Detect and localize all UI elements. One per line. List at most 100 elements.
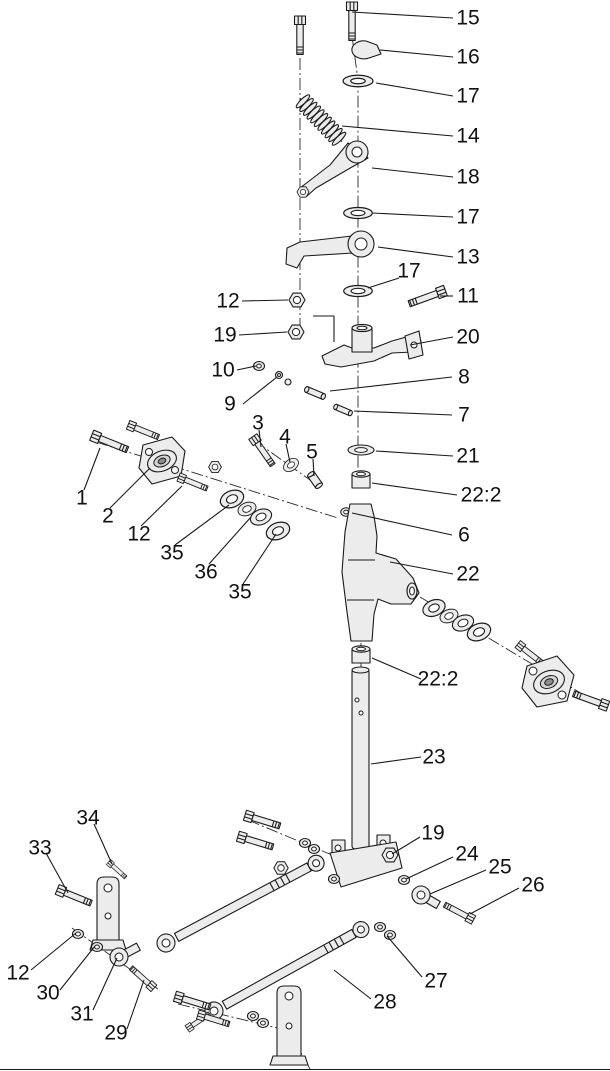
leader-line-26 <box>469 887 520 915</box>
leader-line-2 <box>109 467 151 509</box>
callout-label-18: 18 <box>456 166 479 189</box>
part-bolt-1 <box>89 429 131 456</box>
part-washer-21 <box>347 444 375 456</box>
part-pin-8 <box>303 386 327 400</box>
leader-line-16 <box>379 49 454 58</box>
callout-label-17: 17 <box>456 206 479 229</box>
leader-line-22:2 <box>371 482 458 496</box>
part-bolt-15-right <box>345 1 359 42</box>
callout-label-17: 17 <box>397 260 420 283</box>
part-washers-35-36 <box>217 486 293 544</box>
callout-label-33: 33 <box>28 837 51 860</box>
callout-label-35: 35 <box>228 581 251 604</box>
callout-label-34: 34 <box>76 807 100 830</box>
callout-label-6: 6 <box>458 524 470 547</box>
part-washer-17a <box>342 74 374 88</box>
leader-line-27 <box>386 935 423 978</box>
leader-line-19 <box>391 836 421 855</box>
leader-line-3 <box>258 429 262 448</box>
leader-line-13 <box>377 246 454 258</box>
part-bolt-33 <box>54 884 94 909</box>
part-washer-24 <box>397 874 411 886</box>
callout-label-21: 21 <box>456 445 479 468</box>
part-nut-12 <box>288 292 306 308</box>
leader-line-34 <box>93 823 113 865</box>
callout-label-2: 2 <box>102 505 114 528</box>
part-bolt-26 <box>441 900 477 925</box>
part-nut-19b <box>381 847 399 863</box>
leader-line-30 <box>59 945 96 991</box>
part-flange-bearing-2 <box>138 436 186 485</box>
leader-line-22 <box>389 561 454 575</box>
centerlines <box>71 35 605 1070</box>
part-bolt-11 <box>406 284 448 310</box>
part-housing-22 <box>341 503 420 642</box>
leader-line-18 <box>371 167 454 178</box>
leader-line-14 <box>341 125 454 137</box>
part-bushing-22-2-upper <box>351 470 371 489</box>
part-spring-14 <box>295 94 347 146</box>
leader-line-10 <box>236 365 257 371</box>
callout-label-13: 13 <box>456 246 479 269</box>
part-bolt-right <box>571 688 610 712</box>
leader-line-28 <box>333 969 372 1000</box>
leader-line-17 <box>371 212 454 218</box>
part-washer-17c <box>343 284 373 298</box>
callout-label-15: 15 <box>456 7 479 30</box>
leader-line-35 <box>174 504 230 546</box>
part-washer-group-right <box>419 595 494 645</box>
leader-line-35 <box>242 533 277 585</box>
part-bracket-bottom <box>269 985 309 1066</box>
callout-label-3: 3 <box>252 412 264 435</box>
leader-line-25 <box>429 869 487 895</box>
part-washer-4 <box>280 455 302 475</box>
part-washer-17b <box>343 206 373 220</box>
leader-line-33 <box>45 852 69 894</box>
part-spacer-5 <box>306 470 324 490</box>
callout-label-12: 12 <box>6 962 29 985</box>
callout-label-4: 4 <box>279 426 291 449</box>
callout-label-8: 8 <box>458 366 470 389</box>
part-fittings-9 <box>274 370 292 386</box>
callout-label-36: 36 <box>194 561 217 584</box>
leader-line-4 <box>285 443 291 463</box>
callout-label-9: 9 <box>224 393 236 416</box>
callout-label-31: 31 <box>70 1003 93 1026</box>
part-lever-13 <box>285 230 375 269</box>
callout-label-17: 17 <box>456 85 479 108</box>
leader-line-24 <box>405 856 454 880</box>
part-bolt-12b <box>176 472 210 494</box>
leader-line-20 <box>409 336 454 346</box>
part-bracket-20 <box>321 323 424 368</box>
part-retainer-16 <box>351 40 382 60</box>
leader-line-36 <box>208 516 252 565</box>
callout-label-11: 11 <box>457 285 479 308</box>
part-tierod-upper <box>156 854 325 953</box>
callout-label-1: 1 <box>76 487 88 510</box>
callout-label-20: 20 <box>456 326 479 349</box>
part-bushing-22-2-lower <box>351 645 371 664</box>
callout-label-22:2: 22:2 <box>418 668 459 691</box>
callout-label-12: 12 <box>127 523 150 546</box>
leader-line-12 <box>140 485 183 527</box>
part-flange-bearing-right <box>521 655 575 708</box>
part-bolt-1b <box>125 420 161 442</box>
leader-line-17 <box>375 82 454 97</box>
leader-line-15 <box>351 11 454 19</box>
callout-label-35: 35 <box>160 542 183 565</box>
callout-label-22: 22 <box>456 563 479 586</box>
leader-line-19 <box>238 331 288 336</box>
part-washers-27 <box>373 921 397 941</box>
leader-line-12 <box>241 299 289 302</box>
leader-line-8 <box>329 376 453 392</box>
callout-label-7: 7 <box>458 404 470 427</box>
leader-line-22:2 <box>371 657 422 680</box>
callout-label-5: 5 <box>306 441 318 464</box>
part-bolt-29 <box>127 964 158 993</box>
callout-label-10: 10 <box>211 359 234 382</box>
part-balljoint-31 <box>109 942 141 967</box>
part-bolt-3 <box>248 433 278 469</box>
callout-label-26: 26 <box>521 874 544 897</box>
